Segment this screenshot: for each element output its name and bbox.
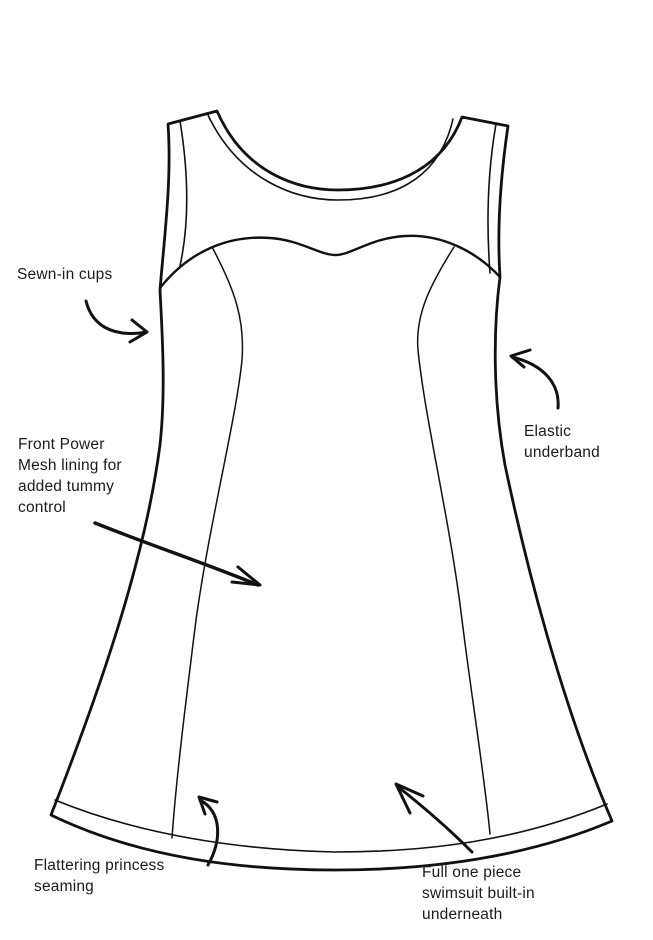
left-armhole-binding: [179, 120, 188, 267]
callout-text: underband: [524, 444, 600, 461]
arrow-princess-seaming: [197, 795, 220, 867]
arrow-power-mesh: [93, 521, 262, 587]
callout-text: Full one piece: [422, 864, 522, 881]
callout-text: seaming: [34, 878, 94, 895]
callout-text: Elastic: [524, 423, 572, 440]
callout-text: swimsuit built-in: [422, 885, 535, 902]
sweetheart-yoke-seam: [158, 234, 502, 290]
dress-outline: [49, 109, 614, 872]
callout-built-in-swimsuit: Full one piece swimsuit built-in underne…: [422, 862, 535, 925]
arrow-elastic-underband: [509, 348, 560, 410]
callout-text: Flattering princess: [34, 857, 165, 874]
callout-sewn-in-cups: Sewn-in cups: [17, 264, 112, 285]
right-princess-seam: [416, 246, 491, 835]
left-strap-outline: [168, 110, 330, 190]
callout-text: underneath: [422, 906, 503, 923]
callout-text: added tummy: [18, 478, 115, 495]
neckline-binding: [206, 112, 454, 201]
right-armhole-binding: [487, 123, 497, 274]
callout-text: Sewn-in cups: [17, 266, 113, 283]
left-princess-seam: [171, 246, 244, 839]
callout-text: control: [18, 499, 66, 516]
arrow-sewn-in-cups: [84, 299, 149, 344]
callout-text: Mesh lining for: [18, 457, 122, 474]
callout-princess-seaming: Flattering princess seaming: [34, 855, 164, 897]
hem-binding: [54, 799, 608, 853]
arrow-built-in-swimsuit: [394, 782, 474, 854]
callout-elastic-underband: Elastic underband: [524, 421, 600, 463]
callout-text: Front Power: [18, 436, 105, 453]
callout-power-mesh: Front Power Mesh lining for added tummy …: [18, 434, 122, 518]
